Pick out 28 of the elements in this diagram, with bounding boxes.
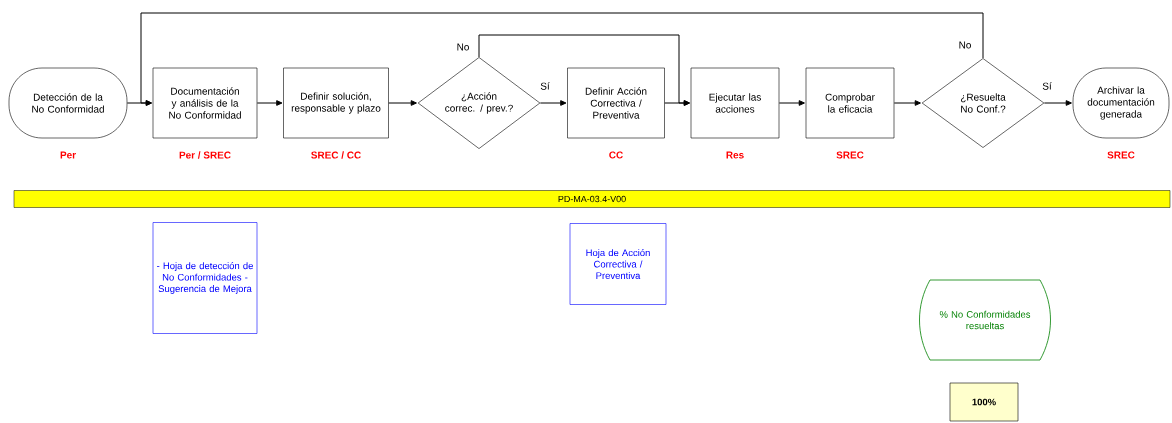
arrow: [1043, 100, 1072, 106]
edge-label: Sí: [540, 82, 550, 90]
role-label: SREC: [1107, 151, 1135, 159]
process-box: Comprobar la eficacia: [805, 67, 895, 139]
arrow: [140, 12, 984, 106]
edge-label: No: [457, 43, 469, 51]
value-box: 100%: [949, 382, 1019, 422]
arrow: [778, 100, 805, 106]
arrow: [388, 100, 417, 106]
code-band: PD-MA-03.4-V00: [13, 190, 1171, 208]
process-box: Documentación y análisis de la No Conformidad: [152, 67, 258, 139]
process-box: Ejecutar las acciones: [690, 67, 780, 139]
role-label: CC: [609, 151, 623, 159]
edge-label: No: [959, 41, 971, 49]
arrow: [893, 100, 921, 106]
process-box: Definir solución, responsable y plazo: [283, 67, 389, 139]
arrow: [256, 100, 283, 106]
role-label: SREC: [836, 151, 864, 159]
arrow: [664, 100, 690, 106]
document-box: Hoja de Acción Correctiva / Preventiva: [569, 223, 667, 305]
role-label: Res: [726, 151, 744, 159]
arrow: [539, 100, 567, 106]
document-box: - Hoja de detección de No Conformidades - Sugerencia de Mejora: [152, 222, 258, 334]
edge-label: Sí: [1042, 82, 1052, 90]
role-label: SREC / CC: [311, 151, 361, 159]
role-label: Per / SREC: [179, 151, 231, 159]
process-box: Definir Acción Correctiva / Preventiva: [567, 67, 665, 139]
role-label: Per: [60, 151, 76, 159]
